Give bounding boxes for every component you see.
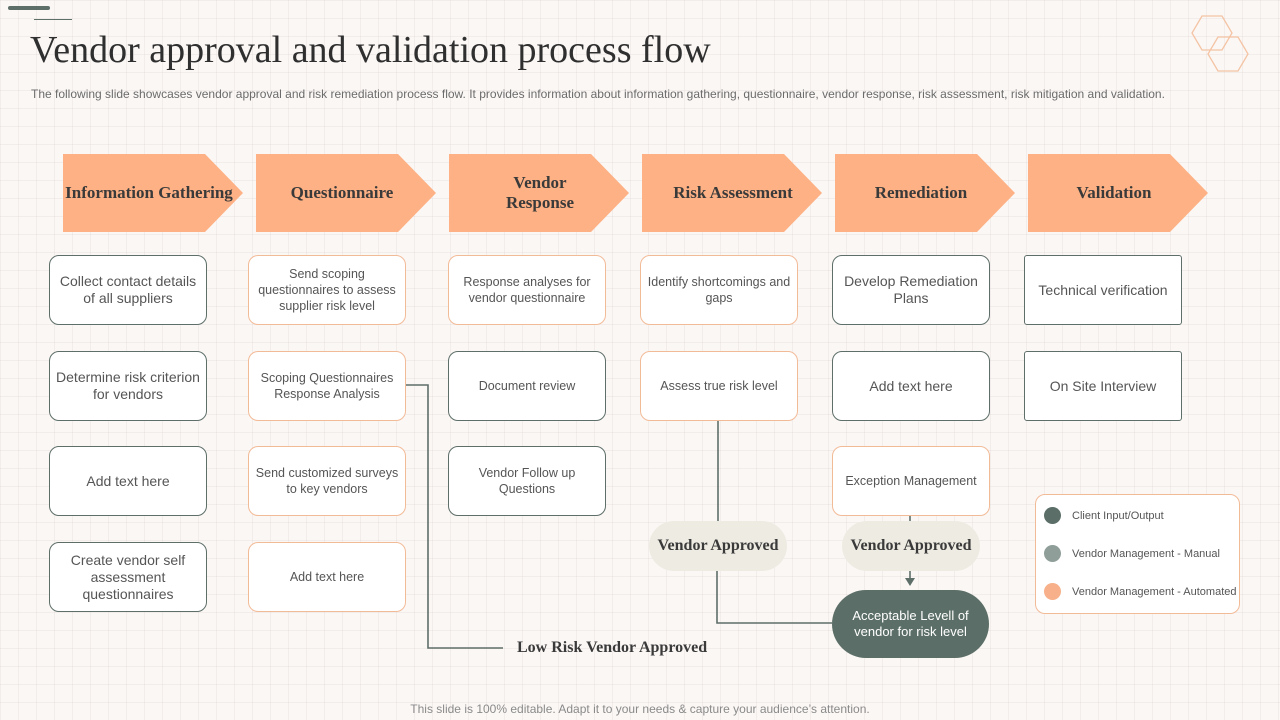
step-box: Develop Remediation Plans: [832, 255, 990, 325]
legend-dot-icon: [1044, 507, 1061, 524]
stage-arrow-questionnaire: Questionnaire: [256, 154, 438, 232]
step-box: Identify shortcomings and gaps: [640, 255, 798, 325]
legend-item: Vendor Management - Automated: [1044, 583, 1237, 600]
legend-dot-icon: [1044, 545, 1061, 562]
legend-label: Vendor Management - Automated: [1072, 585, 1237, 598]
decor-bar: [8, 6, 50, 10]
step-box: Exception Management: [832, 446, 990, 516]
stage-label: Information Gathering: [65, 183, 233, 202]
stage-arrow-information-gathering: Information Gathering: [63, 154, 245, 232]
hexagon-decor-icon: [1191, 15, 1249, 72]
vendor-approved-pill: Vendor Approved: [842, 521, 980, 571]
step-box: Create vendor self assessment questionna…: [49, 542, 207, 612]
stage-label: Risk Assessment: [673, 183, 793, 202]
legend-item: Vendor Management - Manual: [1044, 545, 1220, 562]
low-risk-label: Low Risk Vendor Approved: [517, 639, 708, 656]
step-box: Send customized surveys to key vendors: [248, 446, 406, 516]
stage-arrow-vendor-response: Vendor Response: [449, 154, 631, 232]
step-box: Scoping Questionnaires Response Analysis: [248, 351, 406, 421]
stage-label: Questionnaire: [290, 183, 394, 202]
footer-note: This slide is 100% editable. Adapt it to…: [410, 702, 870, 716]
step-box: Add text here: [49, 446, 207, 516]
step-box: Determine risk criterion for vendors: [49, 351, 207, 421]
page-title: Vendor approval and validation process f…: [30, 29, 711, 71]
page-subtitle: The following slide showcases vendor app…: [31, 87, 1165, 101]
step-box: Document review: [448, 351, 606, 421]
step-box: Response analyses for vendor questionnai…: [448, 255, 606, 325]
legend-item: Client Input/Output: [1044, 507, 1164, 524]
step-box: Vendor Follow up Questions: [448, 446, 606, 516]
stage-label: Validation: [1076, 183, 1152, 202]
step-box: Technical verification: [1024, 255, 1182, 325]
stage-arrow-risk-assessment: Risk Assessment: [642, 154, 824, 232]
legend-dot-icon: [1044, 583, 1061, 600]
legend-label: Vendor Management - Manual: [1072, 547, 1220, 560]
stage-arrow-remediation: Remediation: [835, 154, 1017, 232]
step-box: On Site Interview: [1024, 351, 1182, 421]
decor-line: [34, 19, 72, 20]
step-box: Assess true risk level: [640, 351, 798, 421]
stage-label: Vendor Response: [505, 173, 574, 212]
step-box: Send scoping questionnaires to assess su…: [248, 255, 406, 325]
step-box: Collect contact details of all suppliers: [49, 255, 207, 325]
vendor-approved-pill: Vendor Approved: [649, 521, 787, 571]
legend: Client Input/Output Vendor Management - …: [1035, 494, 1240, 614]
stage-arrow-validation: Validation: [1028, 154, 1210, 232]
step-box: Add text here: [248, 542, 406, 612]
stage-label: Remediation: [874, 183, 968, 202]
step-box: Add text here: [832, 351, 990, 421]
legend-label: Client Input/Output: [1072, 509, 1164, 522]
acceptable-level-node: Acceptable Levell of vendor for risk lev…: [832, 590, 989, 658]
